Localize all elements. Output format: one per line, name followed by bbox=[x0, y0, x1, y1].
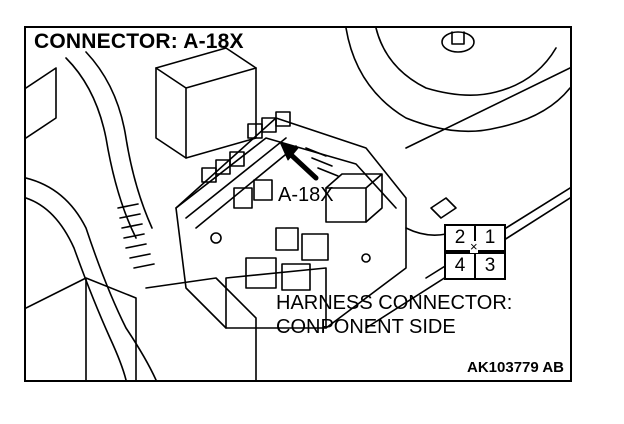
strut-cap bbox=[441, 31, 475, 53]
relay-10 bbox=[301, 233, 329, 261]
relay-box-ridges bbox=[305, 147, 339, 177]
lower-left-panel bbox=[145, 277, 257, 380]
box-upper-left bbox=[155, 47, 257, 159]
relay-4 bbox=[201, 167, 217, 183]
relay-box-outline bbox=[175, 117, 407, 329]
relay-box-rail bbox=[185, 137, 297, 229]
strut-tower-inner bbox=[375, 28, 557, 96]
relay-9 bbox=[275, 227, 299, 251]
caption-line-2: CONPONENT SIDE bbox=[276, 316, 456, 338]
pin-center-mark: × bbox=[470, 239, 478, 254]
screw-1 bbox=[210, 232, 222, 244]
relay-7 bbox=[233, 187, 253, 209]
connector-pin-diagram: 2 1 4 3 × bbox=[444, 224, 512, 284]
box-upper-left-face bbox=[155, 67, 257, 159]
screw-2 bbox=[361, 253, 371, 263]
figure-code: AK103779 AB bbox=[467, 359, 564, 376]
relay-11-top bbox=[325, 173, 383, 223]
hose-upper-b bbox=[85, 51, 153, 229]
pin-3: 3 bbox=[474, 252, 506, 280]
relay-3 bbox=[275, 111, 291, 127]
wire-bundle-right bbox=[405, 227, 447, 236]
pin-1: 1 bbox=[474, 224, 506, 252]
bracket-left bbox=[26, 67, 57, 139]
relay-11 bbox=[325, 187, 367, 223]
lower-left-block bbox=[26, 277, 137, 380]
right-panel-edge bbox=[405, 67, 570, 149]
hose-left-a bbox=[26, 177, 157, 380]
hose-corrugation bbox=[117, 203, 155, 269]
relay-13 bbox=[281, 263, 311, 291]
side-clip bbox=[430, 197, 457, 219]
connector-caption: HARNESS CONNECTOR: CONPONENT SIDE bbox=[276, 291, 512, 339]
diagram-frame: CONNECTOR: A-18X A-18X 2 1 4 3 × HARNESS… bbox=[24, 26, 572, 382]
relay-box-top-edge bbox=[175, 137, 397, 209]
relay-8 bbox=[253, 179, 273, 201]
relay-6 bbox=[229, 151, 245, 167]
hose-left-b bbox=[26, 197, 127, 380]
callout-arrow-shaft bbox=[285, 149, 319, 181]
connector-title: CONNECTOR: A-18X bbox=[34, 30, 244, 53]
relay-box-lower-face bbox=[225, 267, 327, 329]
caption-line-1: HARNESS CONNECTOR: bbox=[276, 292, 513, 314]
relay-5 bbox=[215, 159, 231, 175]
connector-callout-label: A-18X bbox=[278, 184, 334, 206]
pin-4: 4 bbox=[444, 252, 476, 280]
hose-upper-a bbox=[65, 57, 137, 239]
engine-bay-illustration bbox=[26, 28, 570, 380]
strut-tower bbox=[345, 28, 570, 133]
strut-bolt bbox=[451, 31, 465, 45]
callout-arrow-head bbox=[279, 141, 299, 161]
